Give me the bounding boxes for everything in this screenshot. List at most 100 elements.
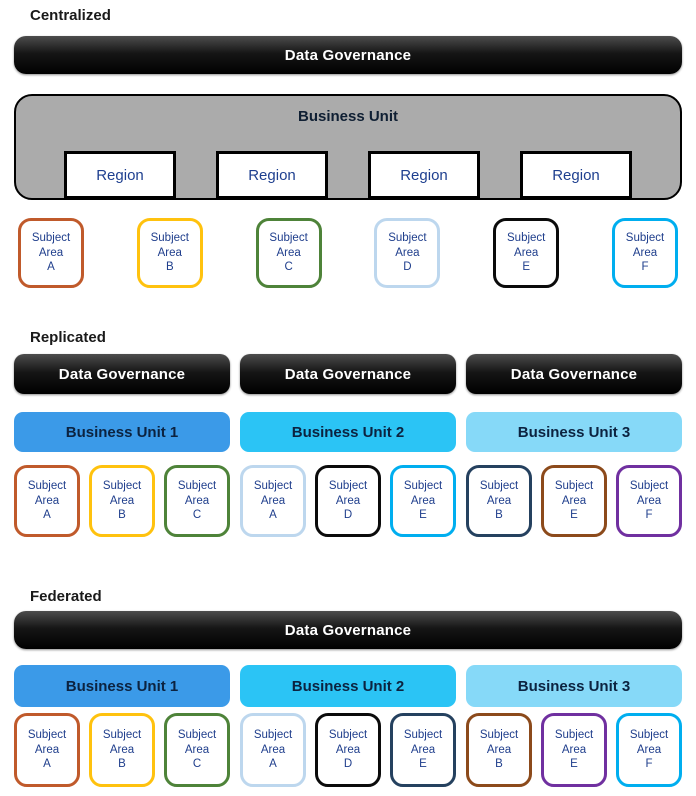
business-unit-bar: Business Unit 3 (466, 665, 682, 707)
section-title-centralized: Centralized (30, 7, 111, 24)
region-box: Region (520, 151, 632, 199)
subject-area-letter: A (47, 261, 55, 274)
region-row: Region Region Region Region (16, 151, 680, 199)
subject-area-letter: E (570, 758, 578, 771)
subject-area-label: Subject (388, 231, 427, 244)
subject-area-letter: F (641, 261, 649, 274)
business-unit-label: Business Unit 2 (291, 677, 405, 695)
subject-area-label: Area (636, 743, 662, 756)
subject-area-letter: B (495, 509, 503, 522)
subject-area-letter: F (645, 509, 653, 522)
subject-area-label: Area (109, 494, 135, 507)
subject-area-label: Subject (629, 479, 669, 492)
subject-area-letter: C (192, 758, 202, 771)
business-unit-label: Business Unit 2 (291, 423, 405, 441)
data-governance-label: Data Governance (510, 365, 638, 383)
subject-area-letter: C (192, 509, 202, 522)
subject-area-letter: D (343, 758, 353, 771)
data-governance-bar: Data Governance (466, 354, 682, 394)
data-governance-label: Data Governance (58, 365, 186, 383)
subject-area-label: Subject (253, 728, 293, 741)
subject-area-letter: F (645, 758, 653, 771)
subject-area-label: Subject (253, 479, 293, 492)
subject-area-label: Subject (479, 479, 519, 492)
subject-area-label: Subject (269, 231, 308, 244)
subject-area-letter: E (522, 261, 531, 274)
business-unit-label: Business Unit 1 (65, 423, 179, 441)
business-unit-bar: Business Unit 2 (240, 412, 456, 452)
business-unit-row: Business Unit 1 Business Unit 2 Business… (14, 665, 682, 707)
data-governance-label: Data Governance (284, 46, 412, 64)
subject-area-label: Area (276, 246, 301, 259)
subject-area-label: Area (395, 246, 420, 259)
subject-area-letter: A (269, 758, 277, 771)
subject-area-label: Subject (27, 728, 67, 741)
subject-area-label: Subject (554, 728, 594, 741)
subject-area-label: Subject (27, 479, 67, 492)
data-governance-bar: Data Governance (14, 611, 682, 649)
region-box: Region (64, 151, 176, 199)
subject-area-letter: E (419, 758, 427, 771)
subject-area-label: Area (34, 494, 60, 507)
region-label: Region (96, 166, 144, 184)
subject-area-label: Area (260, 743, 286, 756)
data-governance-bar: Data Governance (240, 354, 456, 394)
subject-area-label: Subject (31, 231, 71, 244)
subject-area-label: Area (514, 246, 539, 259)
subject-area-label: Area (109, 743, 135, 756)
subject-area-label: Area (561, 494, 587, 507)
subject-area-letter: B (118, 758, 126, 771)
data-governance-bar: Data Governance (14, 354, 230, 394)
subject-area-letter: D (343, 509, 353, 522)
subject-area-label: Area (38, 246, 64, 259)
subject-area-label: Area (410, 743, 436, 756)
subject-area-label: Subject (629, 728, 669, 741)
subject-area-label: Area (335, 743, 361, 756)
subject-area-label: Area (34, 743, 60, 756)
subject-area-label: Subject (328, 728, 368, 741)
subject-area-label: Area (410, 494, 436, 507)
section-title-federated: Federated (30, 588, 102, 605)
subject-area-label: Subject (150, 231, 189, 244)
subject-area-letter: D (403, 261, 412, 274)
region-label: Region (248, 166, 296, 184)
section-title-replicated: Replicated (30, 329, 106, 346)
subject-area-letter: E (570, 509, 578, 522)
region-label: Region (552, 166, 600, 184)
subject-area-label: Area (561, 743, 587, 756)
data-governance-row: Data Governance Data Governance Data Gov… (14, 354, 682, 394)
business-unit-bar: Business Unit 3 (466, 412, 682, 452)
subject-area-label: Subject (554, 479, 594, 492)
business-unit-label: Business Unit 1 (65, 677, 179, 695)
subject-area-label: Subject (403, 728, 443, 741)
subject-area-letter: E (419, 509, 427, 522)
subject-area-label: Area (157, 246, 182, 259)
subject-area-label: Subject (403, 479, 443, 492)
subject-area-label: Area (184, 743, 210, 756)
